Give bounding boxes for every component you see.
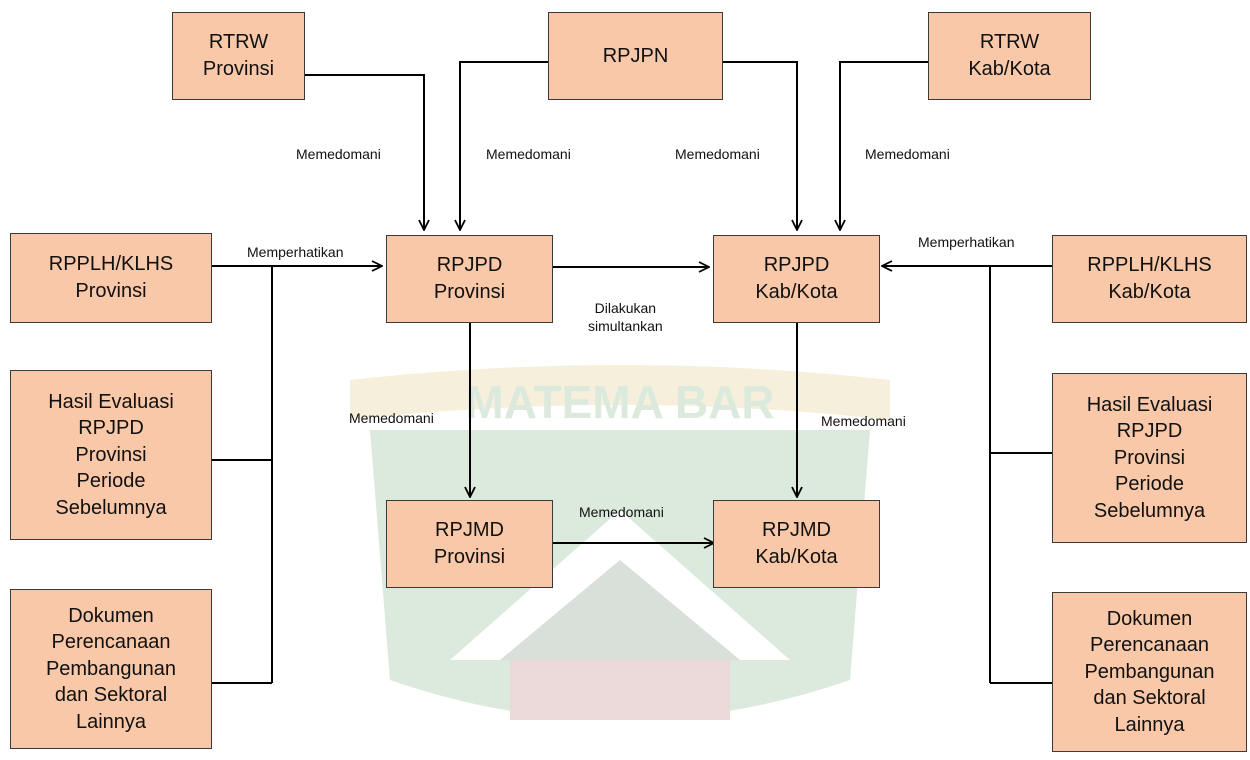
- node-rpplh-klhs-kab-kota: RPPLH/KLHS Kab/Kota: [1052, 235, 1247, 323]
- edge-label-rpjmd-prov-to-rpjmd-kab: Memedomani: [579, 504, 664, 520]
- node-hasil-evaluasi-left: Hasil Evaluasi RPJPD Provinsi Periode Se…: [10, 370, 212, 540]
- edge-rpjpn-to-rpjpd-prov: [460, 61, 548, 230]
- node-dokumen-perencanaan-left: Dokumen Perencanaan Pembangunan dan Sekt…: [10, 589, 212, 749]
- node-rpjmd-kab-kota: RPJMD Kab/Kota: [713, 500, 880, 588]
- node-rpjpd-provinsi: RPJPD Provinsi: [386, 235, 553, 323]
- edge-rtrw-kab-to-rpjpd-kab: [840, 61, 928, 230]
- edge-label-dilakukan-simultankan: Dilakukan simultankan: [588, 300, 663, 335]
- left-group-bracket: [212, 265, 273, 684]
- node-rtrw-kab-kota: RTRW Kab/Kota: [928, 12, 1091, 100]
- node-rtrw-provinsi: RTRW Provinsi: [172, 12, 305, 100]
- edge-label-rpjpd-prov-to-rpjmd-prov: Memedomani: [349, 410, 434, 426]
- node-rpplh-klhs-provinsi: RPPLH/KLHS Provinsi: [10, 233, 212, 323]
- right-group-bracket: [989, 265, 1052, 684]
- edge-label-memperhatikan-right: Memperhatikan: [918, 234, 1015, 250]
- edge-label-rtrw-kab: Memedomani: [865, 146, 950, 162]
- edge-rtrw-prov-to-rpjpd-prov: [305, 74, 424, 230]
- edge-label-rpjpn-kab: Memedomani: [675, 146, 760, 162]
- edge-label-rtrw-prov: Memedomani: [296, 146, 381, 162]
- node-rpjpn: RPJPN: [548, 12, 723, 100]
- node-hasil-evaluasi-right: Hasil Evaluasi RPJPD Provinsi Periode Se…: [1052, 373, 1247, 543]
- node-rpjmd-provinsi: RPJMD Provinsi: [386, 500, 553, 588]
- node-dokumen-perencanaan-right: Dokumen Perencanaan Pembangunan dan Sekt…: [1052, 592, 1247, 752]
- edge-label-rpjpd-kab-to-rpjmd-kab: Memedomani: [821, 413, 906, 429]
- edge-label-memperhatikan-left: Memperhatikan: [247, 244, 344, 260]
- node-rpjpd-kab-kota: RPJPD Kab/Kota: [713, 235, 880, 323]
- watermark-text: MATEMA BAR: [465, 376, 774, 428]
- edge-rpjpn-to-rpjpd-kab: [723, 61, 797, 230]
- edge-label-rpjpn-prov: Memedomani: [486, 146, 571, 162]
